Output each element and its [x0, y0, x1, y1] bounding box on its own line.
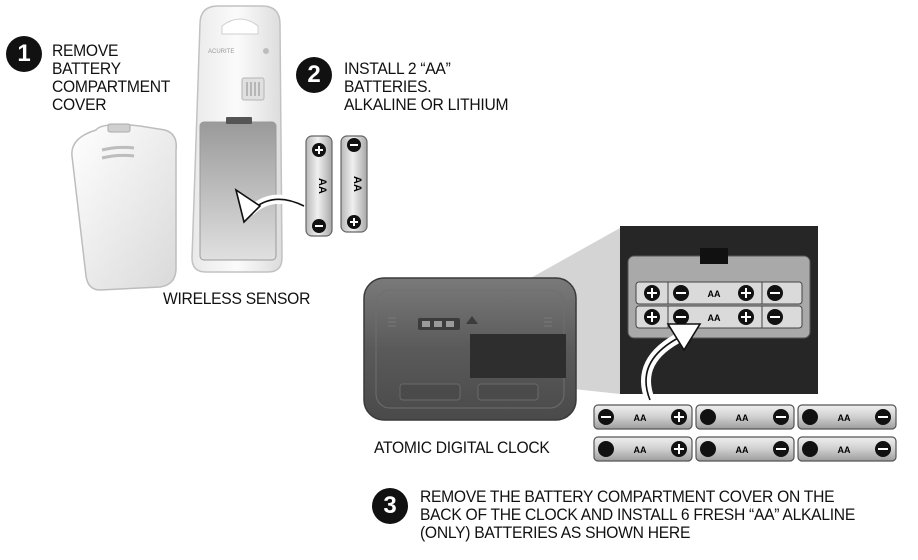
clock-battery-4: AA: [593, 436, 693, 462]
step-2-line-1: INSTALL 2 “AA”: [344, 59, 451, 78]
install-arrow: [641, 323, 702, 402]
sensor-battery-right: AA: [340, 135, 368, 233]
step-2-badge: 2: [296, 57, 332, 93]
sensor-battery-left-label: AA: [316, 178, 328, 194]
atomic-clock: [363, 277, 577, 421]
clock-battery-label: AA: [838, 445, 851, 455]
clock-battery-label: AA: [736, 445, 749, 455]
clock-battery-label: AA: [634, 413, 647, 423]
zoom-battery-1-label: AA: [708, 289, 721, 299]
clock-battery-2: AA: [695, 404, 795, 430]
step-1-line-3: COMPARTMENT: [52, 77, 171, 96]
sensor-battery-right-label: AA: [351, 176, 363, 192]
sensor-brand-logo: ACURITE: [208, 49, 234, 55]
step-1-badge: 1: [6, 36, 42, 72]
step-2-line-3: ALKALINE OR LITHIUM: [344, 95, 509, 114]
step-1-line-1: REMOVE: [52, 41, 119, 60]
step-3-text: REMOVE THE BATTERY COMPARTMENT COVER ON …: [420, 488, 855, 542]
atomic-clock-caption: ATOMIC DIGITAL CLOCK: [374, 438, 550, 457]
insert-arrow: [234, 188, 307, 224]
step-2-line-2: BATTERIES.: [344, 77, 432, 96]
clock-battery-label: AA: [838, 413, 851, 423]
clock-battery-5: AA: [695, 436, 795, 462]
step-3-line-3: (ONLY) BATTERIES AS SHOWN HERE: [420, 523, 691, 542]
clock-battery-6: AA: [797, 436, 897, 462]
step-1-line-2: BATTERY: [52, 59, 121, 78]
wireless-sensor-caption: WIRELESS SENSOR: [163, 289, 311, 308]
clock-battery-3: AA: [797, 404, 897, 430]
clock-battery-label: AA: [736, 413, 749, 423]
battery-cover: [71, 123, 178, 291]
clock-battery-1: AA: [593, 404, 693, 430]
zoom-battery-2-label: AA: [708, 313, 721, 323]
clock-batteries: AA AA AA AA AA AA: [593, 404, 897, 462]
sensor-battery-left: AA: [305, 135, 333, 237]
step-2-text: INSTALL 2 “AA” BATTERIES. ALKALINE OR LI…: [344, 59, 509, 114]
clock-battery-label: AA: [634, 445, 647, 455]
wireless-sensor: ACURITE: [191, 5, 283, 273]
step-1-line-4: COVER: [52, 95, 107, 114]
step-1-text: REMOVE BATTERY COMPARTMENT COVER: [52, 42, 170, 114]
step-3-badge: 3: [372, 488, 408, 524]
step-3-line-2: BACK OF THE CLOCK AND INSTALL 6 FRESH “A…: [420, 505, 855, 524]
step-3-line-1: REMOVE THE BATTERY COMPARTMENT COVER ON …: [420, 487, 835, 506]
